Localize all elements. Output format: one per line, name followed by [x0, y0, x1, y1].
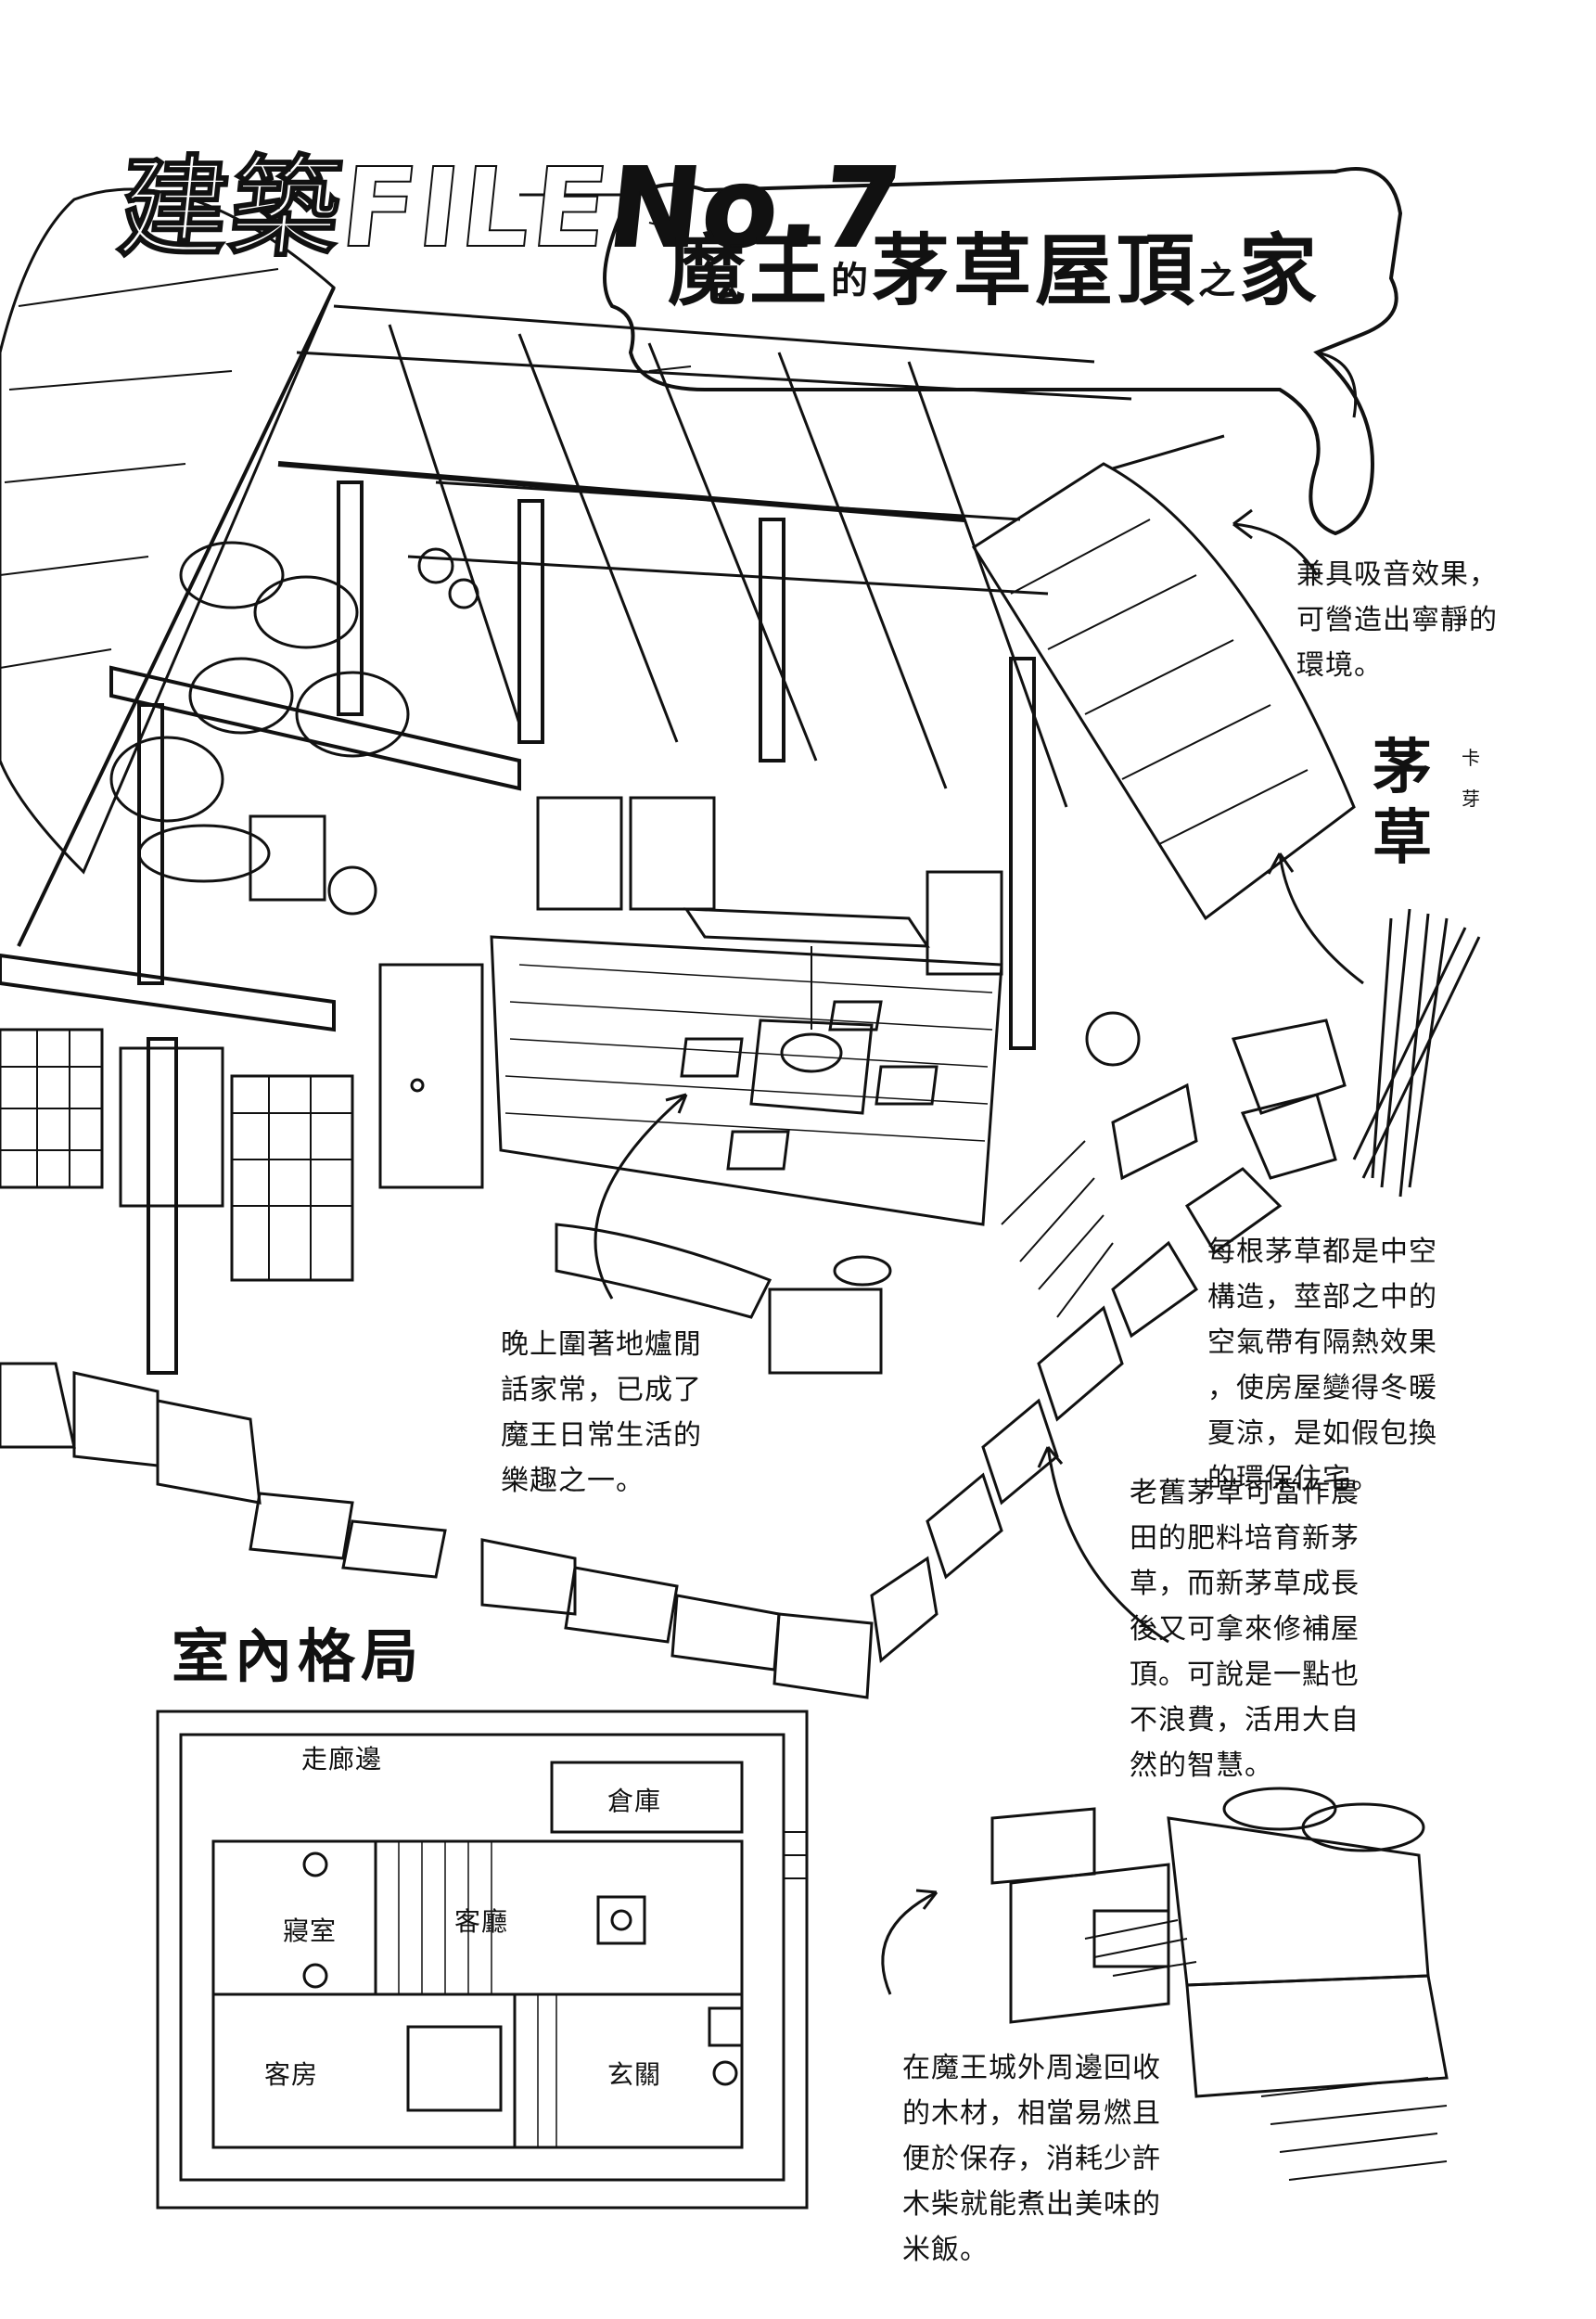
- annotation-arrows: [594, 508, 1364, 1995]
- stone-foundation: [0, 1019, 1347, 1699]
- material-ruby: 卡芽: [1462, 747, 1480, 810]
- title-part2: 茅草屋頂: [872, 224, 1199, 316]
- roof-rafters: [277, 304, 1132, 808]
- reuse-note: 老舊茅草可當作農 田的肥料培育新茅 草，而新茅草成長 後又可拿來修補屋 頂。可說…: [1130, 1477, 1360, 1782]
- file-label-text: 建築FILE: [112, 143, 618, 273]
- hearth-note: 晚上圍著地爐閒 話家常，已成了 魔王日常生活的 樂趣之一。: [501, 1328, 702, 1497]
- earthen-floor: [555, 1011, 1198, 1375]
- left-thatch-roof: [0, 187, 336, 947]
- thatch-stalks-drawing: [1352, 908, 1481, 1198]
- roof-note: 兼具吸音效果， 可營造出寧靜的 環境。: [1296, 558, 1498, 682]
- floor-plan-drawing: [156, 1710, 809, 2210]
- page-title: 魔王的茅草屋頂之家: [668, 209, 1321, 321]
- kamado-stove-drawing: [990, 1787, 1449, 2181]
- title-part3: 家: [1239, 224, 1321, 316]
- title-banner: [519, 167, 1403, 536]
- posts-and-beams: [0, 480, 1036, 1375]
- right-thatch-roof: [971, 434, 1356, 921]
- shoji-screens: [0, 796, 1003, 1282]
- room-storage: 倉庫: [607, 1786, 662, 1816]
- room-bedroom: 寢室: [283, 1915, 338, 1946]
- title-particle2: 之: [1198, 259, 1240, 302]
- room-guest: 客房: [264, 2059, 319, 2090]
- title-particle1: 的: [831, 259, 873, 302]
- material-name: 茅草: [1373, 733, 1432, 873]
- room-living: 客廳: [454, 1906, 509, 1937]
- floor-plan-title: 室內格局: [172, 1622, 425, 1690]
- straw-note: 每根茅草都是中空 構造，莖部之中的 空氣帶有隔熱效果 ，使房屋變得冬暖 夏涼，是…: [1207, 1236, 1437, 1495]
- room-entrance: 玄關: [607, 2059, 662, 2090]
- title-part1: 魔王: [668, 224, 832, 316]
- loft-storage: [109, 541, 479, 916]
- room-corridor: 走廊邊: [301, 1744, 383, 1774]
- stove-note: 在魔王城外周邊回收 的木材，相當易燃且 便於保存，消耗少許 木柴就能煮出美味的 …: [902, 2052, 1161, 2266]
- main-floor: [490, 907, 1003, 1226]
